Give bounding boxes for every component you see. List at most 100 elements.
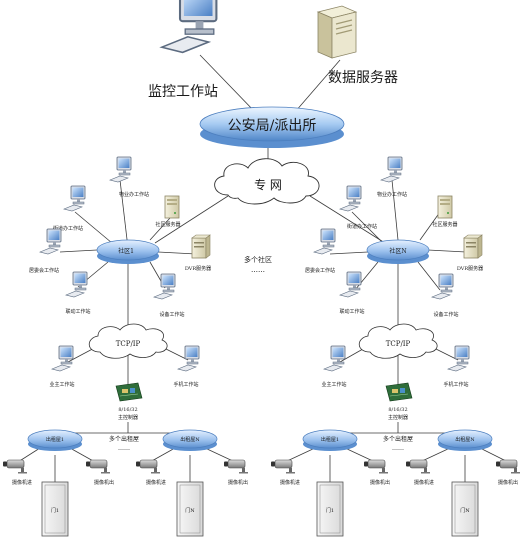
door-icon (176, 481, 204, 537)
rental-n-label: 出租屋N (180, 436, 200, 443)
camera-out-label: 摄像机出 (94, 479, 114, 486)
multi-community-label: 多个社区 (244, 255, 272, 264)
multi-rental-dots: …… (118, 445, 130, 452)
dvr-server-label: DVR服务器 (457, 265, 483, 272)
linkage-station-label: 联动工作站 (339, 308, 364, 315)
property-office-station-label: 物业办工作站 (377, 191, 407, 198)
community-n-label: 社区N (389, 247, 406, 255)
community-server-label: 社区服务器 (155, 221, 180, 228)
device-station-icon (431, 273, 454, 300)
property-office-station-icon (109, 156, 132, 183)
door-n-label: 门N (460, 507, 470, 514)
owner-station-icon (323, 345, 346, 372)
camera-out-label: 摄像机出 (498, 479, 518, 486)
rental-n-hub (162, 429, 218, 451)
device-station-label: 设备工作站 (433, 311, 458, 318)
rental-1-label: 出租屋1 (46, 436, 64, 443)
tcpip-label: TCP/IP (116, 340, 141, 348)
camera-in-label: 摄像机进 (146, 479, 166, 486)
dvr-server-icon (191, 234, 211, 259)
controller-label-2: 主控制器 (118, 414, 138, 421)
door-icon (41, 481, 69, 537)
rental-1-hub (302, 429, 358, 451)
tcpip-label: TCP/IP (386, 340, 411, 348)
camera-icon (270, 459, 296, 474)
multi-rental-dots: …… (392, 445, 404, 452)
community-n-section: 物业办工作站 街道办工作站 居委会工作站 联动工作站 社区服务器 DVR服务器 … (305, 156, 483, 318)
community-1-section: 物业办工作站 街道办工作站 居委会工作站 联动工作站 社区服务器 DVR服务器 … (29, 156, 211, 318)
camera-icon (85, 459, 111, 474)
camera-in-label: 摄像机进 (414, 479, 434, 486)
door-icon (316, 481, 344, 537)
data-server-icon (316, 5, 358, 59)
police-station-label: 公安局/派出所 (228, 118, 317, 134)
controller-label-1: 8/16/32 (118, 407, 137, 413)
phone-station-icon (447, 345, 470, 372)
property-office-station-icon (380, 156, 403, 183)
neighborhood-committee-station-label: 居委会工作站 (29, 267, 59, 274)
camera-icon (2, 459, 28, 474)
private-net-label: 专 网 (254, 177, 282, 192)
multi-rental-label: 多个出租屋 (109, 435, 139, 443)
dvr-server-label: DVR服务器 (185, 265, 211, 272)
tcpip-cloud (88, 323, 168, 359)
camera-in-label: 摄像机进 (280, 479, 300, 486)
rental-n-hub (437, 429, 493, 451)
main-controller-icon (115, 382, 143, 402)
linkage-station-label: 联动工作站 (65, 308, 90, 315)
camera-out-label: 摄像机出 (370, 479, 390, 486)
phone-station-label: 手机工作站 (443, 381, 468, 388)
camera-icon (363, 459, 389, 474)
links (17, 54, 509, 482)
community-server-label: 社区服务器 (432, 221, 457, 228)
controller-label-1: 8/16/32 (388, 407, 407, 413)
private-net-cloud (214, 158, 320, 205)
camera-icon (223, 459, 249, 474)
camera-icon (495, 459, 521, 474)
community-server-icon (437, 195, 453, 219)
door-1-label: 门1 (326, 507, 334, 514)
linkage-station-icon (65, 271, 88, 298)
property-office-station-label: 物业办工作站 (119, 191, 149, 198)
camera-out-label: 摄像机出 (228, 479, 248, 486)
owner-station-icon (51, 345, 74, 372)
street-office-station-icon (63, 185, 86, 212)
monitor-workstation-icon (160, 0, 218, 54)
device-station-label: 设备工作站 (159, 311, 184, 318)
phone-station-icon (177, 345, 200, 372)
police-station-hub (199, 106, 345, 148)
street-office-station-label: 街道办工作站 (53, 225, 83, 232)
multi-rental-label: 多个出租屋 (383, 435, 413, 443)
camera-icon (135, 459, 161, 474)
community-1-label: 社区1 (118, 247, 134, 255)
street-office-station-icon (339, 185, 362, 212)
device-station-icon (153, 273, 176, 300)
rental-1-hub (27, 429, 83, 451)
controller-label-2: 主控制器 (388, 414, 408, 421)
multi-community-dots: …… (251, 266, 265, 274)
street-office-station-label: 街道办工作站 (347, 223, 377, 230)
community-n-hub (366, 239, 430, 264)
main-controller-icon (385, 382, 413, 402)
community-1-hub (96, 239, 160, 264)
building-right-section: TCP/IP 业主工作站 手机工作站 8/16/32 主控制器 出租屋1 出租屋… (270, 323, 521, 537)
owner-station-label: 业主工作站 (321, 381, 346, 388)
camera-icon (405, 459, 431, 474)
camera-in-label: 摄像机进 (12, 479, 32, 486)
owner-station-label: 业主工作站 (49, 381, 74, 388)
building-left-section: TCP/IP 业主工作站 手机工作站 8/16/32 主控制器 出租屋1 出租屋… (2, 323, 249, 537)
neighborhood-committee-station-icon (313, 228, 336, 255)
door-n-label: 门N (185, 507, 195, 514)
phone-station-label: 手机工作站 (173, 381, 198, 388)
door-icon (451, 481, 479, 537)
neighborhood-committee-station-icon (39, 228, 62, 255)
neighborhood-committee-station-label: 居委会工作站 (305, 267, 335, 274)
rental-n-label: 出租屋N (455, 436, 475, 443)
data-server-label: 数据服务器 (328, 70, 398, 86)
monitor-station-label: 监控工作站 (148, 84, 218, 100)
community-server-icon (164, 195, 180, 219)
dvr-server-icon (463, 234, 483, 259)
door-1-label: 门1 (51, 507, 59, 514)
linkage-station-icon (339, 271, 362, 298)
